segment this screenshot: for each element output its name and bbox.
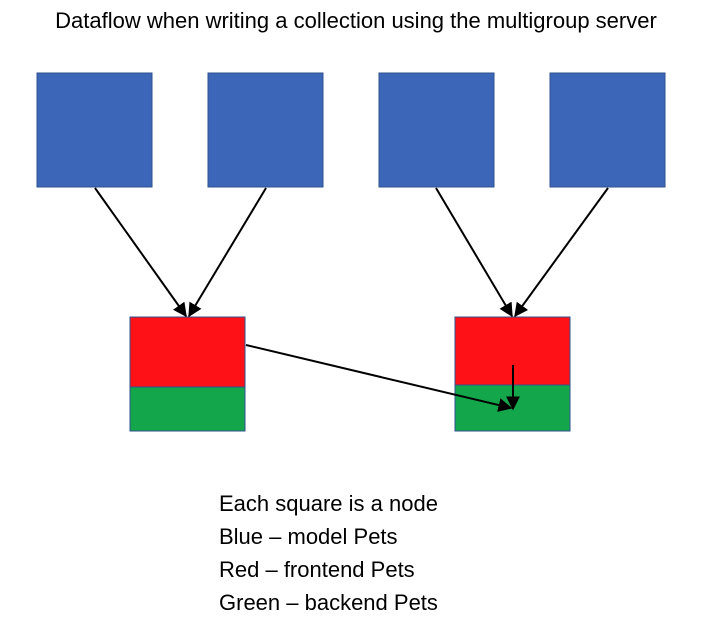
model-node-3: [378, 72, 495, 188]
legend-blue: Blue – model Pets: [219, 524, 398, 549]
arrow-model1-to-left-frontend: [94, 187, 187, 318]
arrow-model4-to-right-frontend: [514, 187, 609, 318]
model-node-2: [207, 72, 324, 188]
model-node-4: [549, 72, 666, 188]
backend-pets-left: [129, 386, 246, 432]
diagram-title: Dataflow when writing a collection using…: [55, 8, 657, 33]
legend-green: Green – backend Pets: [219, 590, 438, 615]
legend-node-note: Each square is a node: [219, 491, 438, 516]
pets-node-left: [129, 316, 246, 432]
frontend-pets-left: [129, 316, 246, 388]
arrow-model3-to-right-frontend: [435, 187, 513, 318]
arrow-left-frontend-to-right-backend: [245, 344, 513, 412]
legend-red: Red – frontend Pets: [219, 557, 415, 582]
legend: Each square is a node Blue – model Pets …: [219, 487, 438, 619]
model-node-1: [36, 72, 153, 188]
arrow-model2-to-left-frontend: [188, 187, 267, 318]
